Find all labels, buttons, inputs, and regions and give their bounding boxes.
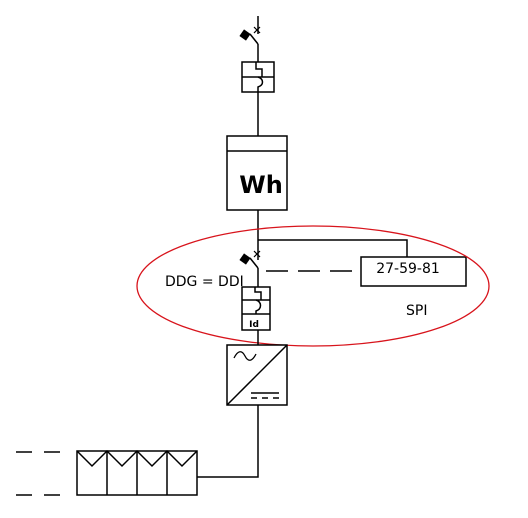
ddi-breaker-symbol bbox=[239, 250, 261, 287]
inverter-symbol bbox=[226, 344, 288, 406]
dc-line bbox=[197, 405, 259, 478]
spi-label: SPI bbox=[406, 303, 427, 319]
spi-branch-line bbox=[258, 239, 408, 258]
relay-label: 27-59-81 bbox=[376, 261, 440, 277]
main-breaker-symbol bbox=[239, 26, 261, 62]
ddg-label: DDG = DDI bbox=[165, 274, 244, 290]
differential-label: Id bbox=[249, 320, 259, 330]
main-disconnector-box bbox=[241, 61, 275, 93]
spi-zone-ellipse bbox=[136, 225, 490, 347]
pv-array bbox=[76, 449, 198, 496]
ddi-disconnector-box bbox=[241, 286, 271, 331]
energy-meter bbox=[226, 135, 288, 211]
relay-27-59-81-box bbox=[360, 256, 467, 287]
meter-label: Wh bbox=[239, 171, 283, 199]
